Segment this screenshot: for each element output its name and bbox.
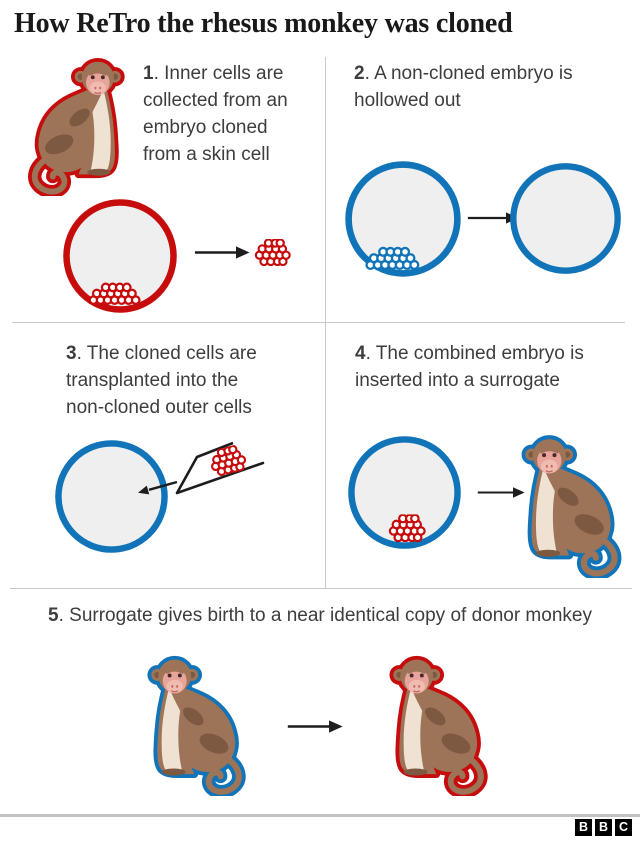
grid-divider-horizontal-2 xyxy=(10,588,632,589)
footer-divider xyxy=(0,814,640,817)
step-3-caption: 3. The cloned cells are transplanted into… xyxy=(66,340,257,421)
step-1-caption: 1. Inner cells are collected from an embry… xyxy=(143,60,288,168)
grid-divider-horizontal-1 xyxy=(12,322,625,323)
bbc-logo: B B C xyxy=(575,819,632,836)
step-2-caption: 2. A non-cloned embryo is hollowed out xyxy=(354,60,573,114)
step-1-text: . Inner cells are xyxy=(153,63,284,84)
bbc-logo-block: C xyxy=(615,819,632,836)
surrogate-monkey-icon xyxy=(142,652,262,796)
step-1-text: from a skin cell xyxy=(143,144,270,165)
step-1-text: collected from an xyxy=(143,90,288,111)
step-3-text: . The cloned cells are xyxy=(76,343,257,364)
step-4-caption: 4. The combined embryo is inserted into a… xyxy=(355,340,584,394)
step-5-number: 5 xyxy=(48,605,59,626)
hollowed-embryo-icon xyxy=(507,160,624,277)
step-5-text: . Surrogate gives birth to a near identi… xyxy=(58,605,592,626)
step-2-text: hollowed out xyxy=(354,90,461,111)
step-3-text: transplanted into the xyxy=(66,370,239,391)
step-4-text: inserted into a surrogate xyxy=(355,370,560,391)
bbc-logo-block: B xyxy=(595,819,612,836)
step-4-text: . The combined embryo is xyxy=(365,343,584,364)
arrow-into-embryo-icon xyxy=(138,485,150,495)
step-4-number: 4 xyxy=(355,343,366,364)
arrow-right-icon xyxy=(194,245,250,260)
arrow-right-icon xyxy=(286,719,344,734)
cloned-embryo-icon xyxy=(60,196,180,316)
bbc-logo-block: B xyxy=(575,819,592,836)
step-3-text: non-cloned outer cells xyxy=(66,397,252,418)
step-1-text: embryo cloned xyxy=(143,117,268,138)
inner-cells-cluster-icon xyxy=(253,239,293,266)
step-2-number: 2 xyxy=(354,63,365,84)
combined-embryo-icon xyxy=(345,433,464,552)
page-title: How ReTro the rhesus monkey was cloned xyxy=(14,8,513,39)
step-2-text: . A non-cloned embryo is xyxy=(364,63,573,84)
cloned-monkey-icon xyxy=(384,652,504,796)
non-cloned-embryo-icon xyxy=(342,158,464,280)
pipette-with-cells-icon xyxy=(138,441,265,495)
step-1-number: 1 xyxy=(143,63,154,84)
donor-monkey-icon xyxy=(12,54,130,196)
step-3-number: 3 xyxy=(66,343,77,364)
step-5-caption: 5. Surrogate gives birth to a near ident… xyxy=(0,602,640,629)
surrogate-monkey-icon xyxy=(516,431,638,578)
